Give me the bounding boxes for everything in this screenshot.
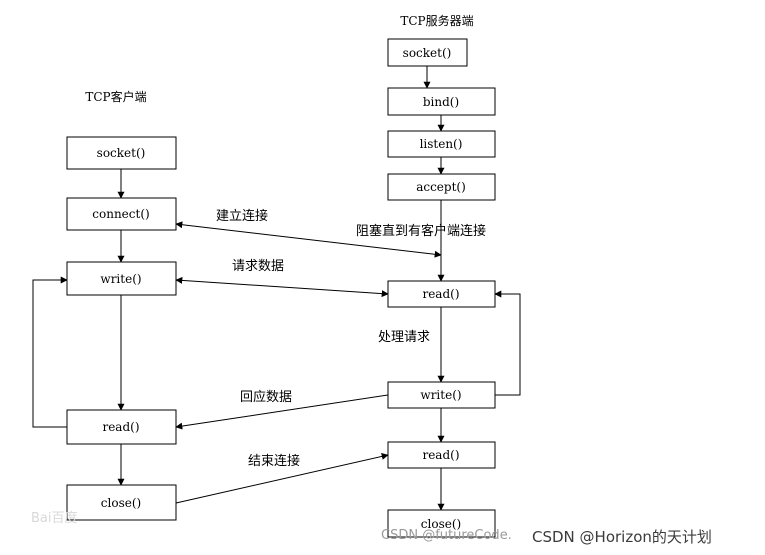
client-socket-node: socket() bbox=[66, 136, 177, 170]
author-watermark: CSDN @Horizon的天计划 bbox=[532, 528, 712, 546]
server-close-node: close() bbox=[387, 509, 496, 538]
response-data-arrow bbox=[175, 394, 389, 430]
client-read-label: read() bbox=[102, 420, 139, 434]
client-title: TCP客户端 bbox=[85, 89, 146, 104]
server-close-label: close() bbox=[421, 517, 461, 531]
server-write-label: write() bbox=[420, 388, 461, 402]
server-title: TCP服务器端 bbox=[400, 13, 473, 28]
client-write-node: write() bbox=[66, 261, 177, 296]
client-close-node: close() bbox=[66, 484, 177, 521]
client-connect-label: connect() bbox=[92, 207, 149, 221]
server-read-label: read() bbox=[422, 287, 459, 301]
server-write-node: write() bbox=[387, 381, 496, 409]
client-loop-arrow bbox=[32, 276, 68, 428]
process-request-label: 处理请求 bbox=[378, 330, 430, 345]
end-connection-arrow bbox=[175, 452, 389, 504]
server-socket-label: socket() bbox=[403, 46, 452, 60]
client-close-label: close() bbox=[101, 496, 141, 510]
baidu-watermark: Bai百度 bbox=[31, 510, 78, 526]
request-data-arrow bbox=[175, 276, 389, 298]
server-accept-node: accept() bbox=[387, 173, 496, 201]
establish-connection-label: 建立连接 bbox=[216, 208, 268, 224]
server-bind-node: bind() bbox=[387, 87, 496, 116]
server-read-node: read() bbox=[387, 280, 496, 308]
client-read-node: read() bbox=[66, 409, 177, 445]
server-read2-label: read() bbox=[422, 448, 459, 462]
response-data-label: 回应数据 bbox=[240, 389, 292, 405]
block-until-client-label: 阻塞直到有客户端连接 bbox=[356, 223, 486, 239]
server-read2-node: read() bbox=[387, 441, 496, 469]
source-watermark: CSDN @futureCode. bbox=[381, 528, 512, 543]
client-write-label: write() bbox=[100, 272, 141, 286]
server-socket-node: socket() bbox=[387, 38, 468, 67]
server-bind-label: bind() bbox=[423, 95, 459, 109]
server-listen-label: listen() bbox=[420, 137, 463, 151]
server-loop-arrow bbox=[494, 290, 521, 396]
request-data-label: 请求数据 bbox=[232, 259, 284, 274]
connect-handshake-arrow bbox=[175, 221, 442, 258]
client-connect-node: connect() bbox=[66, 197, 177, 231]
end-connection-label: 结束连接 bbox=[248, 453, 300, 469]
client-socket-label: socket() bbox=[97, 146, 146, 160]
server-listen-node: listen() bbox=[387, 130, 496, 158]
server-accept-label: accept() bbox=[416, 180, 466, 194]
